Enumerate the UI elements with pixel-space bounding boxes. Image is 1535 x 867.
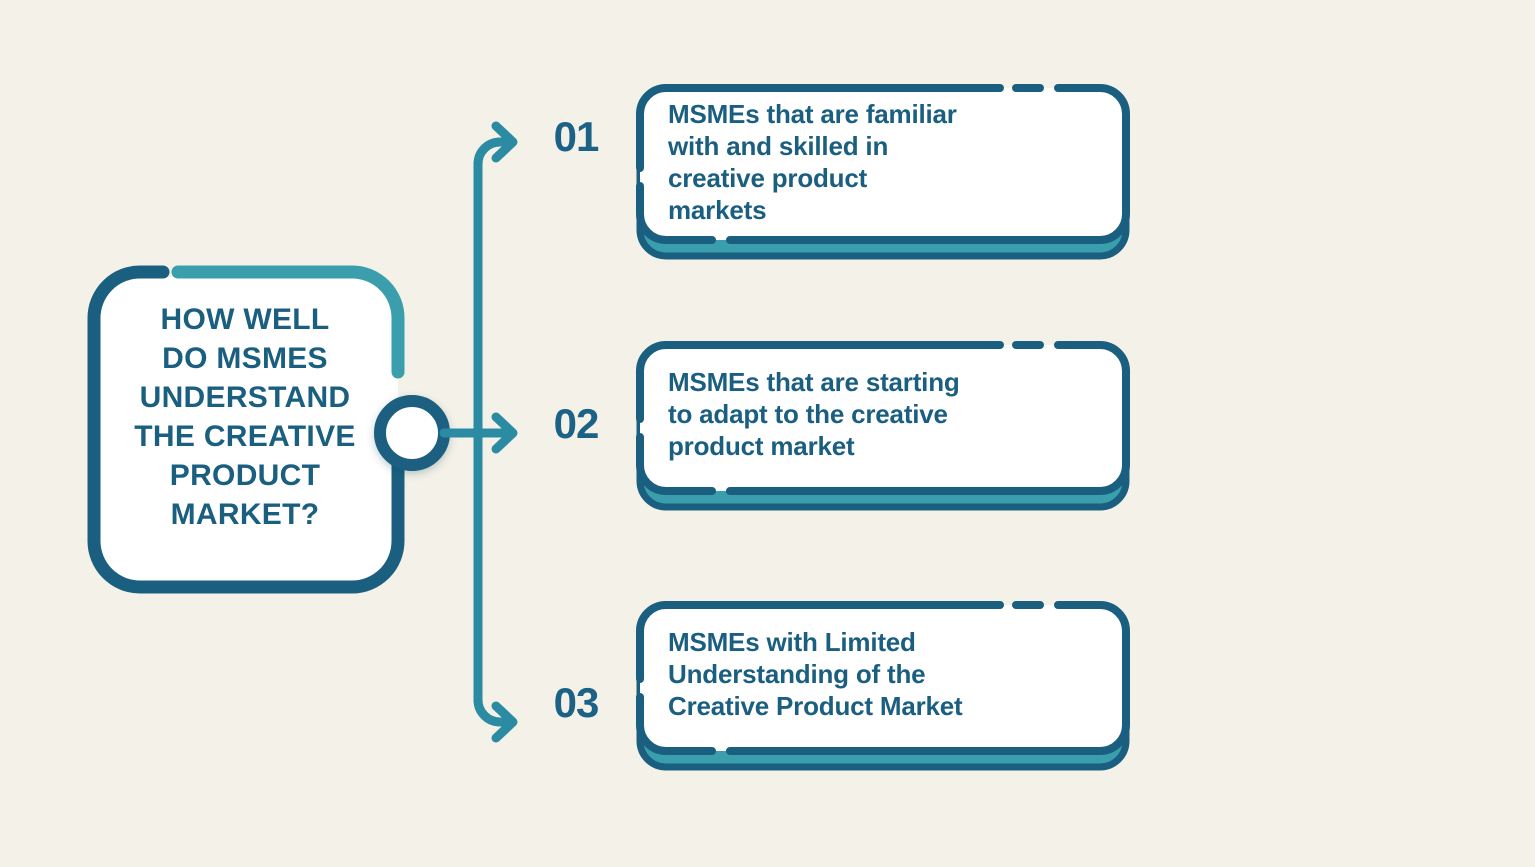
card-03-text: MSMEs with Limited Understanding of the … (668, 627, 963, 721)
branch-line-03 (473, 695, 517, 727)
hub-box-fill (94, 277, 398, 587)
step-number-01: 01 (553, 113, 600, 160)
card-02-text: MSMEs that are starting to adapt to the … (668, 367, 960, 461)
card-03-border-right (726, 601, 1130, 755)
arrowhead-01 (491, 121, 518, 163)
card-03-fill (640, 605, 1126, 751)
hub-box-outline-navy (87, 265, 405, 594)
card-02-border-right (726, 341, 1130, 495)
step-number-03: 03 (553, 679, 600, 726)
card-01-border-left-upper (636, 84, 670, 172)
card-01-text: MSMEs that are familiar with and skilled… (668, 99, 957, 225)
card-02[interactable] (636, 341, 1130, 511)
card-02-border-bottom-left (636, 433, 716, 495)
card-03[interactable] (636, 601, 1130, 771)
hub-title: HOW WELL DO MSMES UNDERSTAND THE CREATIV… (134, 303, 356, 531)
hub-box (87, 265, 405, 594)
card-03-border-bottom-left (636, 693, 716, 755)
card-01-fill (640, 88, 1126, 240)
connector-arrowheads (491, 121, 518, 743)
arrowhead-02 (491, 412, 518, 454)
step-number-02: 02 (553, 400, 600, 447)
branch-line-01 (473, 137, 517, 169)
connector-lines (439, 137, 517, 727)
card-01[interactable] (636, 84, 1130, 260)
card-02-fill (640, 345, 1126, 491)
card-01-border-right (726, 84, 1130, 244)
card-03-border-left-upper (636, 601, 670, 683)
card-01-border-bottom-left (636, 182, 716, 244)
arrowhead-03 (491, 701, 518, 743)
hub-box-outline-teal (171, 265, 405, 379)
card-02-border-left-upper (636, 341, 670, 423)
